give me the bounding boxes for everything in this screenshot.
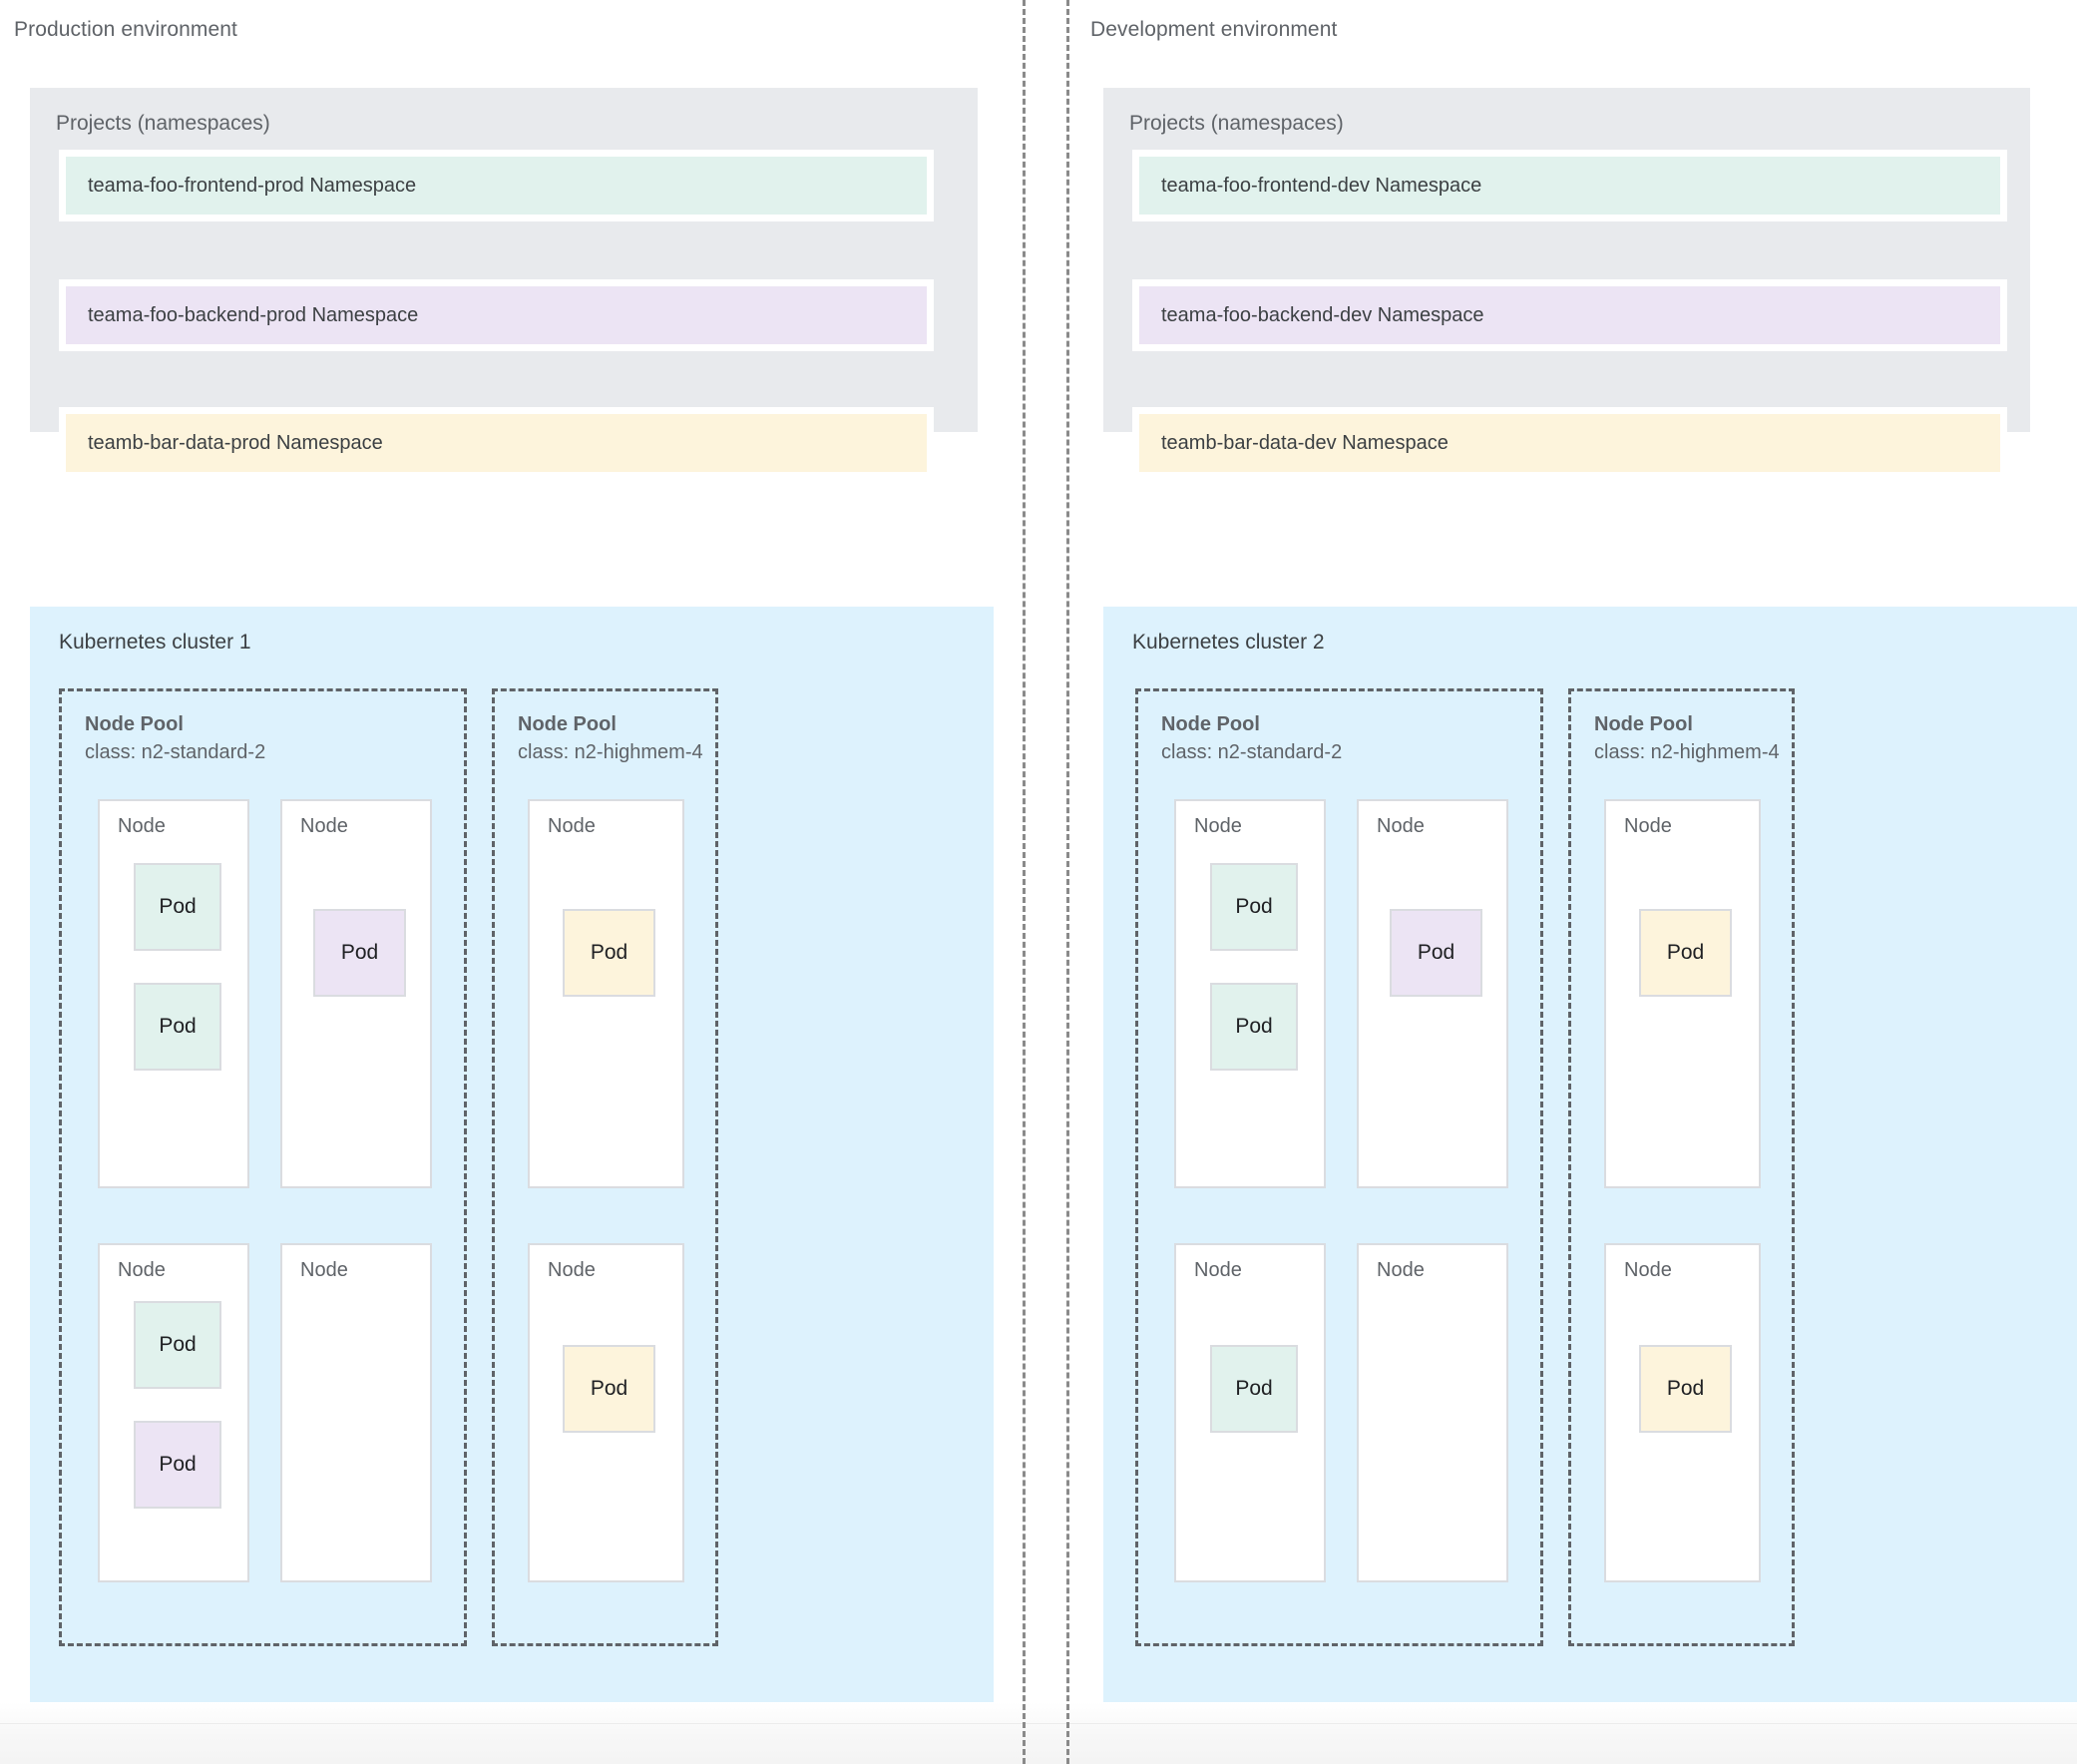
node-label: Node <box>1624 1259 1672 1281</box>
pod[interactable]: Pod <box>313 909 406 997</box>
node-pool: Node Pool class: n2-standard-2 Node Pod … <box>59 688 467 1646</box>
namespace-label: teamb-bar-data-prod Namespace <box>88 431 383 454</box>
pod[interactable]: Pod <box>563 1345 655 1433</box>
node-pool-title: Node Pool <box>1161 713 1260 735</box>
projects-panel-label-development: Projects (namespaces) <box>1129 112 1344 135</box>
environment-title-development: Development environment <box>1090 18 1338 41</box>
pod[interactable]: Pod <box>1210 863 1298 951</box>
namespace-box[interactable]: teama-foo-frontend-dev Namespace <box>1132 150 2007 221</box>
node: Node <box>280 1243 432 1582</box>
namespace-label: teama-foo-backend-dev Namespace <box>1161 303 1484 326</box>
bottom-divider <box>0 1723 2077 1724</box>
node-pool: Node Pool class: n2-highmem-4 Node Pod N… <box>492 688 718 1646</box>
pod[interactable]: Pod <box>134 863 221 951</box>
namespace-label: teamb-bar-data-dev Namespace <box>1161 431 1449 454</box>
node-pool: Node Pool class: n2-highmem-4 Node Pod N… <box>1568 688 1795 1646</box>
node: Node Pod <box>528 1243 684 1582</box>
node-label: Node <box>1377 1259 1425 1281</box>
pod[interactable]: Pod <box>563 909 655 997</box>
node: Node Pod Pod <box>1174 799 1326 1188</box>
node: Node <box>1357 1243 1508 1582</box>
node: Node Pod Pod <box>98 799 249 1188</box>
namespace-label: teama-foo-frontend-dev Namespace <box>1161 174 1482 197</box>
pod[interactable]: Pod <box>1210 983 1298 1071</box>
projects-panel-production: Projects (namespaces) teama-foo-frontend… <box>30 88 978 479</box>
namespace-label: teama-foo-frontend-prod Namespace <box>88 174 417 197</box>
pod[interactable]: Pod <box>1639 1345 1732 1433</box>
node: Node Pod <box>1174 1243 1326 1582</box>
node-label: Node <box>118 1259 166 1281</box>
pod[interactable]: Pod <box>1210 1345 1298 1433</box>
node: Node Pod <box>1357 799 1508 1188</box>
node-label: Node <box>118 815 166 837</box>
cluster-title: Kubernetes cluster 1 <box>59 631 251 654</box>
node-label: Node <box>548 1259 596 1281</box>
cluster-panel-2: Kubernetes cluster 2 Node Pool class: n2… <box>1103 607 2077 1738</box>
node-pool-title: Node Pool <box>85 713 184 735</box>
node-label: Node <box>1377 815 1425 837</box>
node: Node Pod <box>1604 799 1761 1188</box>
environment-divider-right <box>1066 0 1069 1764</box>
node-label: Node <box>548 815 596 837</box>
node-pool: Node Pool class: n2-standard-2 Node Pod … <box>1135 688 1543 1646</box>
node-pool-class: class: n2-highmem-4 <box>1594 741 1780 763</box>
node-label: Node <box>300 815 348 837</box>
namespace-box[interactable]: teama-foo-backend-dev Namespace <box>1132 279 2007 351</box>
pod[interactable]: Pod <box>1390 909 1482 997</box>
node-label: Node <box>300 1259 348 1281</box>
projects-panel-label-production: Projects (namespaces) <box>56 112 270 135</box>
node: Node Pod <box>1604 1243 1761 1582</box>
node: Node Pod <box>528 799 684 1188</box>
pod[interactable]: Pod <box>1639 909 1732 997</box>
namespace-label: teama-foo-backend-prod Namespace <box>88 303 419 326</box>
cluster-title: Kubernetes cluster 2 <box>1132 631 1325 654</box>
pod[interactable]: Pod <box>134 1421 221 1509</box>
node-pool-title: Node Pool <box>1594 713 1693 735</box>
pod[interactable]: Pod <box>134 1301 221 1389</box>
node-pool-class: class: n2-highmem-4 <box>518 741 703 763</box>
namespace-box[interactable]: teamb-bar-data-prod Namespace <box>59 407 934 479</box>
node: Node Pod Pod <box>98 1243 249 1582</box>
node-pool-class: class: n2-standard-2 <box>85 741 266 763</box>
node-pool-title: Node Pool <box>518 713 617 735</box>
environment-title-production: Production environment <box>14 18 237 41</box>
namespace-box[interactable]: teama-foo-frontend-prod Namespace <box>59 150 934 221</box>
cluster-panel-1: Kubernetes cluster 1 Node Pool class: n2… <box>30 607 994 1738</box>
node-label: Node <box>1194 815 1242 837</box>
environment-divider-left <box>1023 0 1026 1764</box>
namespace-box[interactable]: teama-foo-backend-prod Namespace <box>59 279 934 351</box>
node: Node Pod <box>280 799 432 1188</box>
node-label: Node <box>1624 815 1672 837</box>
projects-panel-development: Projects (namespaces) teama-foo-frontend… <box>1103 88 2030 479</box>
pod[interactable]: Pod <box>134 983 221 1071</box>
namespace-box[interactable]: teamb-bar-data-dev Namespace <box>1132 407 2007 479</box>
node-label: Node <box>1194 1259 1242 1281</box>
node-pool-class: class: n2-standard-2 <box>1161 741 1343 763</box>
